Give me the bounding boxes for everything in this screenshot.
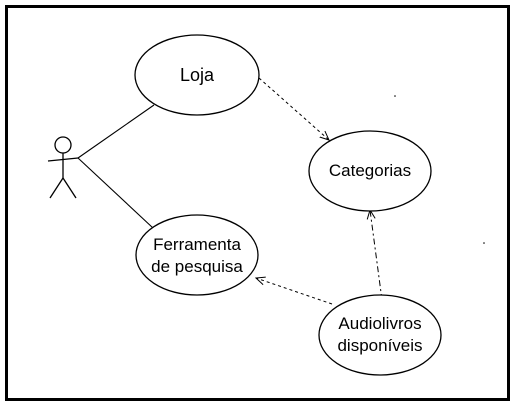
association-actor-loja — [77, 104, 155, 159]
dependency-loja-categorias — [258, 77, 329, 140]
use-case-categorias — [308, 130, 432, 212]
use-case-loja — [134, 34, 260, 116]
use-case-label-loja: Loja — [179, 65, 215, 85]
use-case-ferramenta-de-pesquisa — [135, 214, 259, 296]
dependency-audiolivros-ferramenta — [256, 278, 333, 305]
use-case-label-ferramenta-line1: Ferramenta — [153, 235, 241, 254]
stick-figure-actor-icon — [47, 136, 79, 199]
use-case-label-audiolivros-line1: Audiolivros — [338, 314, 422, 333]
diagram-frame — [5, 5, 510, 401]
dependency-audiolivros-categorias — [370, 210, 383, 301]
association-actor-ferramenta — [77, 157, 154, 229]
use-case-label-ferramenta-line2: de pesquisa — [151, 257, 243, 276]
stray-dot — [483, 242, 485, 244]
stray-dot — [394, 95, 396, 97]
use-case-label-audiolivros-line2: disponíveis — [337, 336, 423, 355]
use-case-audiolivros-disponiveis — [318, 294, 442, 376]
use-case-label-categorias: Categorias — [328, 161, 412, 180]
